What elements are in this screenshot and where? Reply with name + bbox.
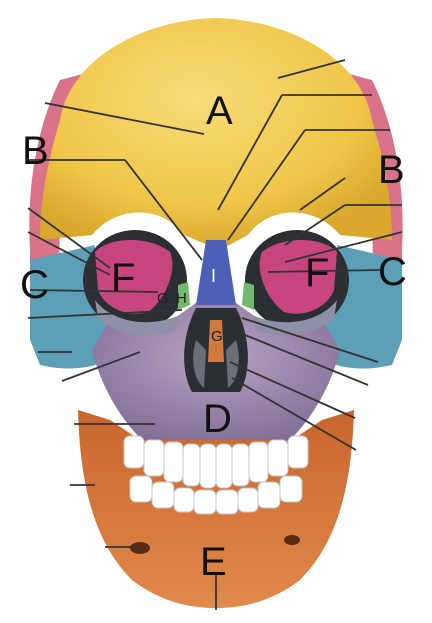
label-b-right: B: [378, 148, 405, 192]
label-g-nasal: G: [211, 328, 223, 345]
label-c-left: C: [20, 263, 49, 307]
label-b-left: B: [22, 129, 49, 173]
leader-lines: [27, 59, 403, 610]
left-lacrimal-bone: [178, 282, 190, 310]
right-orbit-floor: [252, 300, 337, 336]
right-lacrimal-bone: [242, 282, 254, 310]
teeth: [123, 435, 309, 515]
label-f-left: F: [111, 256, 135, 300]
right-mental-foramen: [284, 535, 300, 545]
label-e: E: [200, 540, 227, 584]
right-sphenoid-wing: [259, 240, 337, 314]
left-orbit-floor: [95, 300, 180, 336]
nasal-concha-left: [193, 340, 206, 388]
left-sphenoid-wing: [95, 240, 173, 314]
left-mental-foramen: [130, 542, 150, 554]
label-f-right: F: [305, 251, 329, 295]
label-g-orbit: G: [157, 290, 169, 307]
nasal-bone: [196, 240, 236, 305]
label-i: I: [211, 266, 216, 286]
vomer-bone: [208, 320, 224, 362]
label-h-orbit: H: [176, 290, 187, 307]
frontal-bone: [40, 18, 392, 250]
label-d: D: [203, 397, 232, 441]
label-c-right: C: [378, 250, 407, 294]
labels: A B B C C D E F F G H G I: [20, 89, 407, 584]
label-a: A: [206, 89, 233, 133]
